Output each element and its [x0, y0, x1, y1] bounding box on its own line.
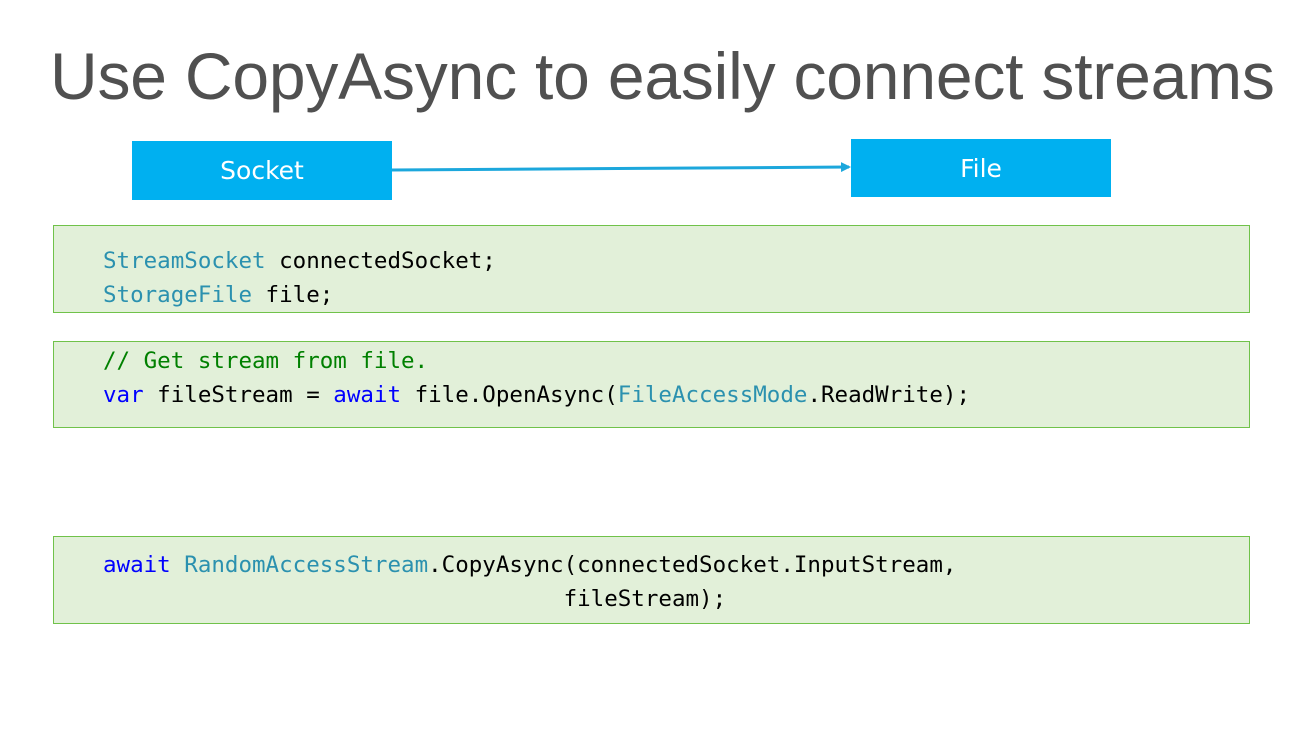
code-text: fileStream = [143, 382, 334, 408]
code-type: RandomAccessStream [184, 552, 429, 578]
code-block-open-stream: // Get stream from file. var fileStream =… [53, 341, 1250, 428]
file-label: File [960, 153, 1002, 183]
arrow-line [391, 162, 851, 173]
code-text [171, 552, 185, 578]
slide-title: Use CopyAsync to easily connect streams [50, 39, 1275, 113]
code-keyword: await [333, 382, 402, 408]
code-text: connectedSocket; [265, 248, 496, 274]
code-block-copy-async: await RandomAccessStream.CopyAsync(conne… [53, 536, 1250, 624]
socket-box: Socket [132, 141, 392, 200]
code-line: var fileStream = await file.OpenAsync(Fi… [103, 378, 1249, 412]
code-keyword: var [103, 382, 144, 408]
socket-label: Socket [220, 156, 304, 185]
code-text: file.OpenAsync( [401, 382, 618, 408]
code-type: StreamSocket [103, 248, 266, 274]
code-block-declarations: StreamSocket connectedSocket;StorageFile… [53, 225, 1250, 313]
code-line: StreamSocket connectedSocket; [103, 244, 1249, 278]
code-text: file; [252, 282, 334, 308]
file-box: File [851, 139, 1111, 197]
code-line: fileStream); [103, 586, 727, 612]
code-line: StorageFile file; [103, 278, 1249, 312]
code-keyword: await [103, 552, 171, 578]
code-type: StorageFile [103, 282, 253, 308]
code-text: .CopyAsync(connectedSocket.InputStream, [428, 552, 957, 578]
code-text: .ReadWrite); [807, 382, 970, 408]
code-line: await RandomAccessStream.CopyAsync(conne… [103, 548, 1249, 582]
code-type: FileAccessMode [617, 382, 808, 408]
code-comment: // Get stream from file. [103, 348, 429, 374]
